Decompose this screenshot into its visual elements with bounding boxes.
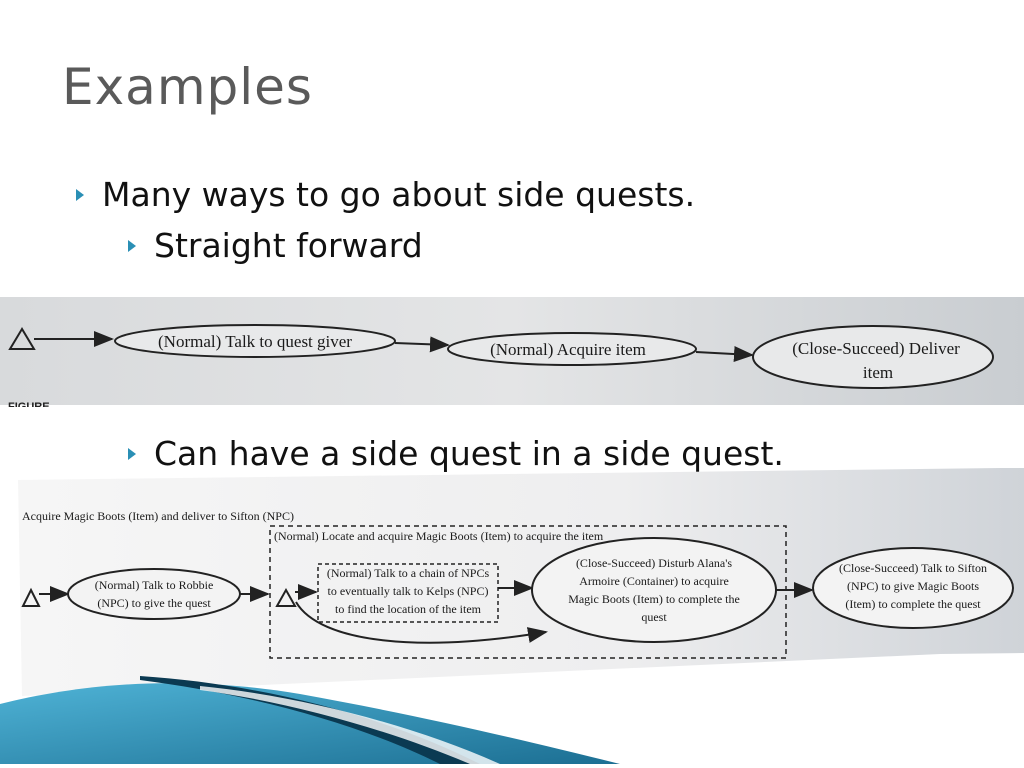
node-label: (Item) to complete the quest xyxy=(845,597,981,611)
slide-title: Examples xyxy=(62,58,313,116)
bullet-text: Straight forward xyxy=(154,226,423,265)
bullet-arrow-icon xyxy=(128,447,136,460)
diagram-nested-side-quest: Acquire Magic Boots (Item) and deliver t… xyxy=(0,468,1024,702)
node-deliver-item xyxy=(752,325,994,389)
sub-start-triangle-icon xyxy=(275,587,297,607)
bullet-nested-side-quest: Can have a side quest in a side quest. xyxy=(128,434,784,473)
decorative-corner-swoosh xyxy=(0,624,620,768)
node-label: (Close-Succeed) Talk to Sifton xyxy=(839,561,987,575)
node-label: quest xyxy=(641,610,667,624)
flow-arrow xyxy=(695,346,754,363)
bypass-arrow xyxy=(295,601,548,644)
node-talk-sifton xyxy=(812,547,1014,629)
group-label: (Normal) Locate and acquire Magic Boots … xyxy=(274,529,604,543)
node-label: item xyxy=(863,363,893,382)
node-label: (NPC) to give the quest xyxy=(97,596,211,610)
bullet-side-quests: Many ways to go about side quests. xyxy=(76,175,695,214)
stray-figure-text: FIGURE xyxy=(8,401,50,407)
node-label: (Normal) Talk to a chain of NPCs xyxy=(327,566,490,580)
node-talk-robbie xyxy=(67,568,241,620)
node-acquire-item xyxy=(447,332,697,366)
bullet-text: Can have a side quest in a side quest. xyxy=(154,434,784,473)
node-label: (Normal) Talk to quest giver xyxy=(158,332,352,351)
diagram-caption: Acquire Magic Boots (Item) and deliver t… xyxy=(22,509,294,523)
node-label: Magic Boots (Item) to complete the xyxy=(568,592,740,606)
node-label: to find the location of the item xyxy=(335,602,482,616)
bullet-arrow-icon xyxy=(76,188,84,201)
node-label: to eventually talk to Kelps (NPC) xyxy=(328,584,489,598)
start-triangle-icon xyxy=(8,327,36,350)
node-talk-quest-giver xyxy=(114,324,396,358)
node-label: (Normal) Acquire item xyxy=(490,340,646,359)
node-label: (Close-Succeed) Deliver xyxy=(792,339,960,358)
node-label: (Close-Succeed) Disturb Alana's xyxy=(576,556,732,570)
bullet-text: Many ways to go about side quests. xyxy=(102,175,696,214)
node-label: Armoire (Container) to acquire xyxy=(579,574,729,588)
flow-arrow xyxy=(394,336,450,353)
bullet-straight-forward: Straight forward xyxy=(128,226,423,265)
diagram-straight-forward: (Normal) Talk to quest giver (Normal) Ac… xyxy=(0,297,1024,409)
bullet-arrow-icon xyxy=(128,239,136,252)
node-label: (Normal) Talk to Robbie xyxy=(95,578,214,592)
start-triangle-icon xyxy=(21,587,41,607)
node-label: (NPC) to give Magic Boots xyxy=(847,579,979,593)
